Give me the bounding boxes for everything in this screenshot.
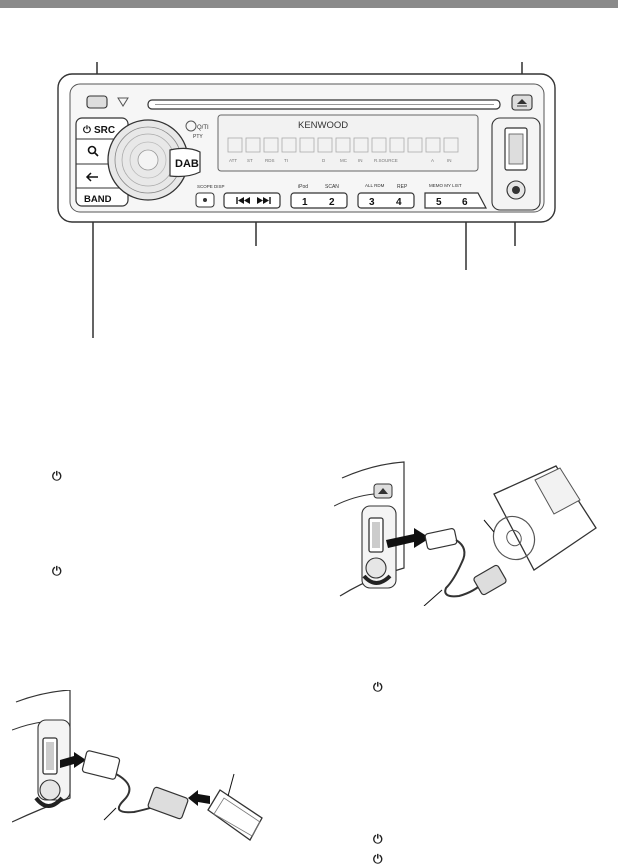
power-icon: ⏻	[373, 680, 383, 694]
power-icon: ⏻	[52, 564, 62, 578]
pty-label: PTY	[193, 134, 203, 140]
preset-3-4-buttons[interactable]	[357, 192, 415, 209]
seek-buttons[interactable]	[223, 192, 281, 209]
power-icon: ⏻	[52, 469, 62, 483]
scope-disp-label: SCOPE DISP	[197, 184, 225, 189]
indicator-in-2: IN	[447, 158, 452, 163]
ipod-label: iPod	[298, 184, 308, 190]
indicator-a: A	[431, 158, 434, 163]
indicator-rds: RDS	[265, 158, 275, 163]
indicator-mc: MC	[340, 158, 348, 163]
preset-2-label[interactable]: 2	[329, 197, 335, 208]
release-button[interactable]	[86, 95, 108, 109]
scan-label: SCAN	[325, 184, 339, 190]
preset-4-label[interactable]: 4	[396, 197, 402, 208]
preset-6-label[interactable]: 6	[462, 197, 468, 208]
svg-text:⏻: ⏻	[83, 124, 91, 136]
indicator-rsource: R.SOURCE	[374, 158, 398, 163]
preset-1-label[interactable]: 1	[302, 197, 308, 208]
power-icon: ⏻	[373, 832, 383, 846]
indicator-d: D	[322, 158, 326, 163]
ipod-connection-illustration	[334, 461, 597, 606]
rep-label: REP	[397, 184, 408, 190]
band-button-label[interactable]: BAND	[84, 194, 112, 205]
indicator-ti: TI	[284, 158, 288, 163]
header-bar	[0, 0, 618, 8]
preset-5-6-buttons[interactable]	[424, 192, 487, 209]
volume-knob[interactable]	[107, 119, 189, 201]
preset-3-label[interactable]: 3	[369, 197, 375, 208]
indicator-in: IN	[358, 158, 363, 163]
preset-1-2-buttons[interactable]	[290, 192, 348, 209]
power-icon: ⏻	[373, 852, 383, 866]
all-rdm-label: ALL RDM	[365, 183, 385, 188]
usb-device-connection-illustration	[12, 690, 263, 841]
return-icon[interactable]	[85, 172, 98, 182]
search-icon[interactable]	[87, 145, 99, 157]
indicator-att: ATT	[229, 158, 237, 163]
seek-next-icon[interactable]	[257, 197, 271, 204]
indicator-st: ST	[247, 158, 253, 163]
faceplate-illustration: KENWOOD ⏻ SRC BAND DAB Q/TI PTY SCOPE DI…	[57, 62, 556, 338]
dab-button[interactable]	[169, 147, 201, 178]
src-button-label[interactable]: SRC	[94, 125, 115, 136]
brand-logo: KENWOOD	[298, 120, 348, 131]
preset-5-label[interactable]: 5	[436, 197, 442, 208]
memo-mylist-label: MEMO MY LIST	[429, 183, 462, 188]
display-window	[217, 114, 479, 172]
dab-button-label[interactable]: DAB	[175, 158, 199, 170]
seek-prev-icon[interactable]	[236, 197, 250, 204]
display-segments	[227, 137, 459, 153]
search-ti-label: Q/TI	[197, 125, 209, 131]
